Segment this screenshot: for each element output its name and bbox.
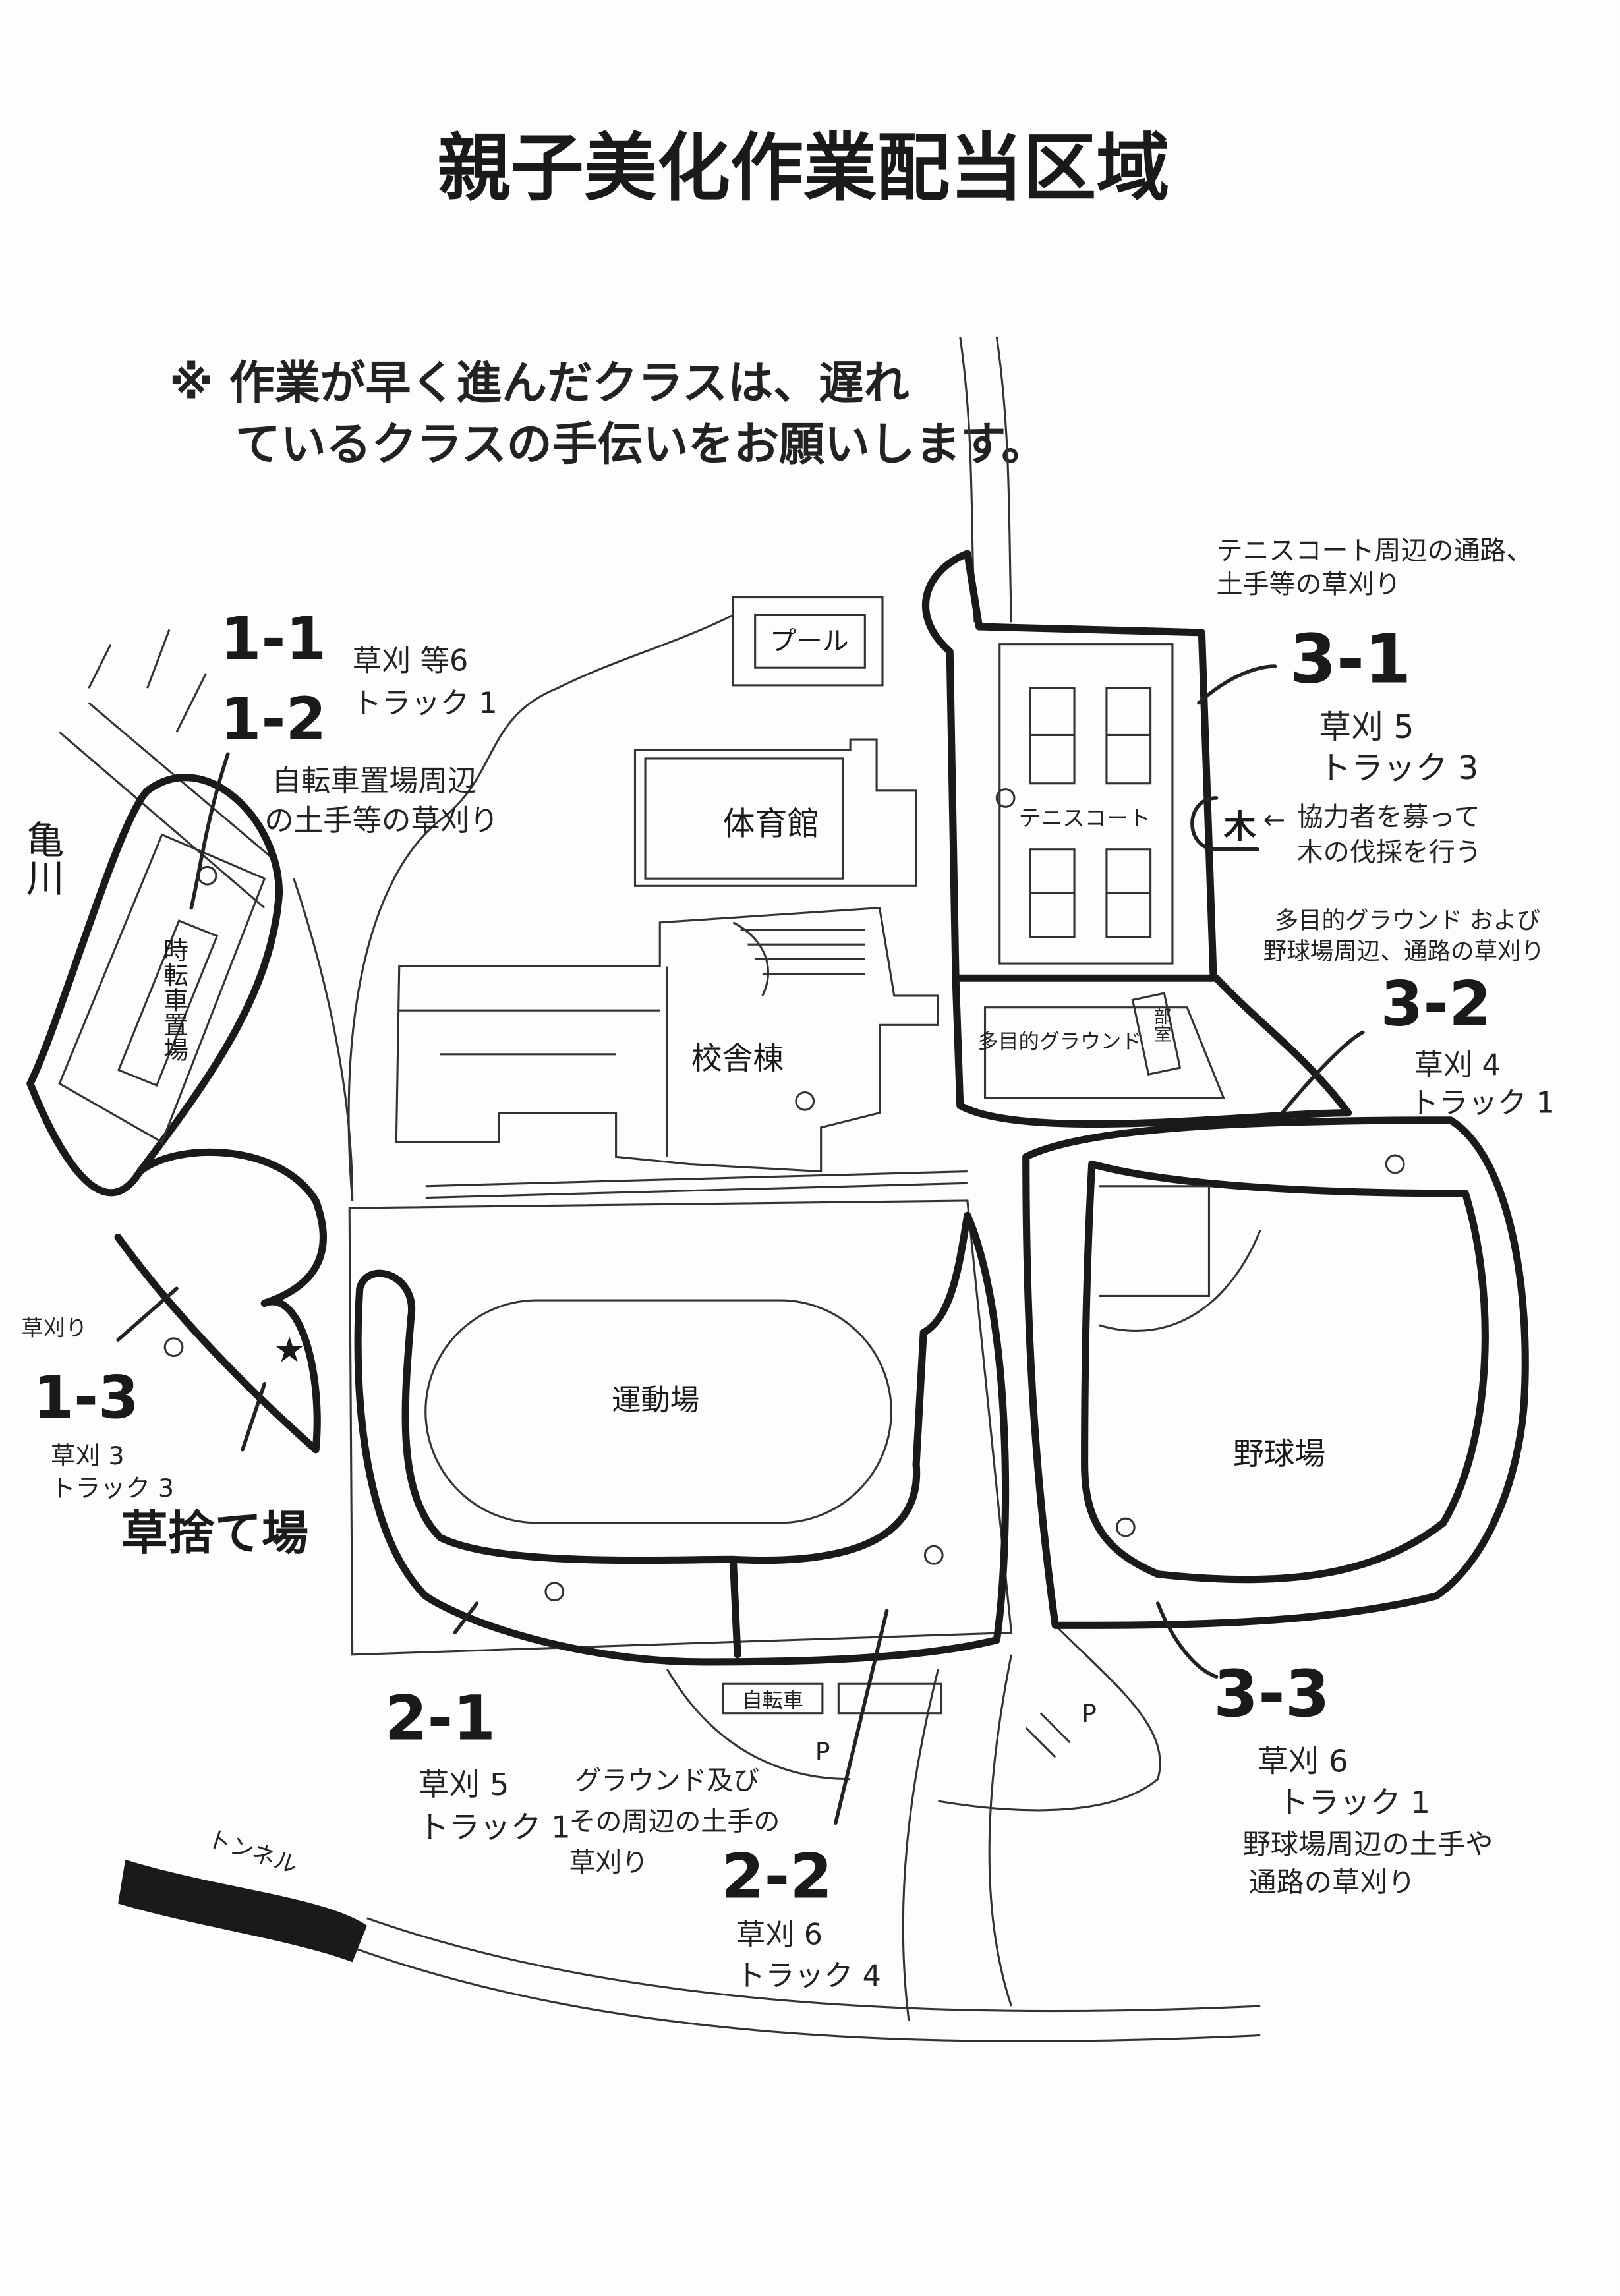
- page-title: 親子美化作業配当区域: [438, 126, 1170, 211]
- zone-detail-grass: 草刈 3: [51, 1441, 125, 1470]
- zone-1-3: 草刈り 1-3 草刈 3 トラック 3 草捨て場: [21, 1315, 308, 1560]
- zone-detail-truck: トラック 1: [419, 1810, 571, 1846]
- zone-detail-truck: トラック 1: [353, 687, 498, 720]
- note-line-2: ているクラスの手伝いをお願いします。: [235, 418, 1047, 471]
- zone-task-line: グラウンド及び: [575, 1765, 759, 1796]
- school-buildings: 校舎棟: [395, 906, 968, 1199]
- parking-label-2: P: [1082, 1699, 1097, 1728]
- zone-id: 3-3: [1213, 1657, 1330, 1732]
- zone-id: 1-2: [221, 685, 327, 753]
- zone-detail-grass: 草刈 等6: [353, 645, 469, 678]
- zone-detail-truck: トラック 3: [51, 1474, 174, 1503]
- zone-detail-grass: 草刈 6: [1258, 1744, 1348, 1780]
- zone-3-2: 多目的グラウンド および 野球場周辺、通路の草刈り 3-2 草刈 4 トラック …: [1263, 907, 1555, 1120]
- zone-detail-truck: トラック 4: [736, 1959, 881, 1993]
- zone-id: 3-2: [1380, 968, 1491, 1040]
- baseball-field-label: 野球場: [1233, 1437, 1325, 1472]
- zone-extra: 草刈り: [21, 1315, 87, 1340]
- zone-task-line: 野球場周辺、通路の草刈り: [1263, 938, 1545, 965]
- zone-id: 2-2: [722, 1841, 833, 1913]
- grass-dump-star-icon: ★: [274, 1329, 305, 1370]
- bicycle-parking-bottom-label: 自転車: [742, 1689, 803, 1713]
- zone-id: 1-1: [221, 605, 327, 673]
- zone-detail-grass: 草刈 5: [1319, 708, 1414, 746]
- athletic-field: 運動場: [348, 1199, 1013, 1666]
- tree-mark: 木: [1224, 808, 1256, 846]
- multipurpose-ground-label: 多目的グラウンド: [977, 1030, 1142, 1054]
- zone-id: 2-1: [385, 1683, 496, 1755]
- zone-detail-grass: 草刈 4: [1414, 1048, 1501, 1082]
- zone-task-line: テニスコート周辺の通路、: [1217, 536, 1533, 566]
- athletic-field-label: 運動場: [612, 1384, 699, 1418]
- zone-task-line: 草刈り: [569, 1848, 648, 1878]
- zone-task-line: 野球場周辺の土手や: [1243, 1828, 1493, 1860]
- tree-task-line: 木の伐採を行う: [1297, 838, 1482, 868]
- zone-2-1: 2-1 草刈 5 トラック 1 グラウンド及び その周辺の土手の 草刈り: [385, 1683, 780, 1878]
- zone-detail-truck: トラック 1: [1278, 1785, 1430, 1821]
- zone-2-2: 2-2 草刈 6 トラック 4: [722, 1841, 881, 1993]
- pool: プール: [732, 596, 884, 687]
- zone-detail-grass: 草刈 5: [419, 1767, 509, 1803]
- tree-arrow: ←: [1263, 805, 1286, 836]
- river-label: 亀川: [20, 820, 65, 896]
- left-bicycle-parking: 時転車置場 ★: [26, 774, 327, 1454]
- club-room-label: 部室: [1151, 1008, 1171, 1043]
- roads: [59, 336, 1261, 2042]
- zone-1-1-1-2: 1-1 1-2 草刈 等6 トラック 1 自転車置場周辺 の土手等の草刈り: [221, 605, 499, 838]
- grass-dump-label: 草捨て場: [121, 1506, 308, 1561]
- tree-task-line: 協力者を募って: [1297, 802, 1480, 832]
- bicycle-parking-left-label: 時転車置場: [159, 937, 188, 1062]
- zone-3-3: 3-3 草刈 6 トラック 1 野球場周辺の土手や 通路の草刈り: [1213, 1657, 1493, 1899]
- zone-task-line: の土手等の草刈り: [264, 804, 498, 838]
- gym: 体育館: [633, 738, 917, 887]
- bottom-parking: 自転車 P P: [666, 1669, 1097, 1781]
- zone-task-line: その周辺の土手の: [569, 1806, 780, 1837]
- zone-detail-truck: トラック 1: [1410, 1087, 1555, 1120]
- multipurpose-ground: 多目的グラウンド 部室: [952, 974, 1352, 1128]
- zone-detail-grass: 草刈 6: [736, 1918, 823, 1952]
- zone-detail-truck: トラック 3: [1319, 749, 1478, 787]
- tennis-court-label: テニスコート: [1019, 805, 1151, 831]
- gym-label: 体育館: [723, 805, 820, 843]
- zone-task-line: 多目的グラウンド および: [1275, 907, 1540, 934]
- tennis-court-area: テニスコート 木: [922, 550, 1259, 982]
- pool-label: プール: [770, 627, 849, 657]
- baseball-field: 野球場: [1022, 1116, 1529, 1629]
- zone-task-line: 通路の草刈り: [1248, 1866, 1415, 1899]
- zone-task-line: 自転車置場周辺: [272, 764, 477, 798]
- zone-id: 3-1: [1290, 620, 1412, 699]
- note-line-1: ※ 作業が早く進んだクラスは、遅れ: [169, 357, 910, 409]
- zone-task-line: 土手等の草刈り: [1217, 569, 1401, 600]
- zone-id: 1-3: [33, 1363, 139, 1431]
- zone-3-1: テニスコート周辺の通路、 土手等の草刈り 3-1 草刈 5 トラック 3 ← 協…: [1217, 536, 1533, 868]
- school-building-label: 校舎棟: [691, 1041, 784, 1077]
- parking-label-1: P: [815, 1737, 830, 1766]
- zone-leader-lines: [116, 664, 1365, 1825]
